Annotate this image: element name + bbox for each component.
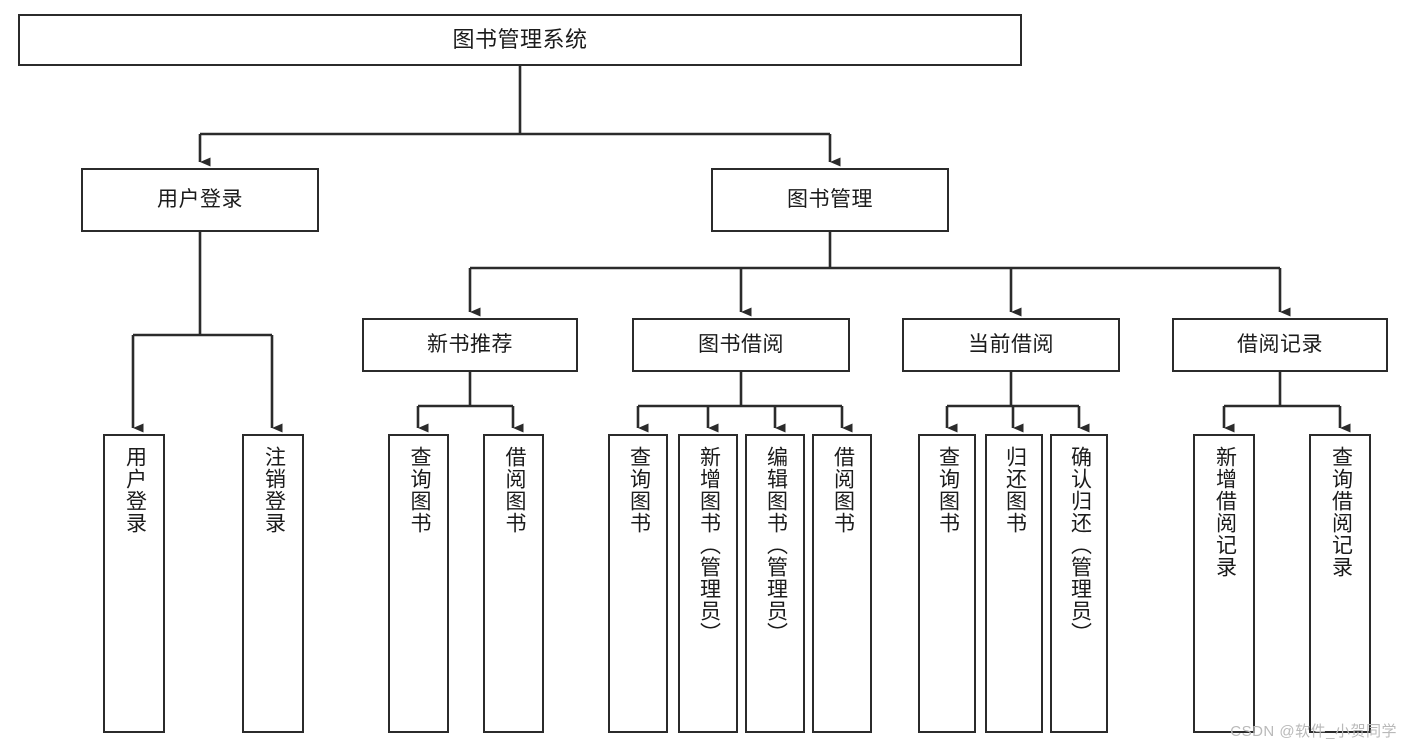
node-label: 图书管理系统 — [452, 26, 588, 52]
node-book-borrow[interactable]: 图书借阅 — [632, 318, 850, 372]
node-leaf-query-book-current[interactable]: 查询图书 — [918, 434, 976, 733]
node-leaf-user-login[interactable]: 用户登录 — [103, 434, 165, 733]
node-leaf-query-borrow-record[interactable]: 查询借阅记录 — [1309, 434, 1371, 733]
node-borrow-record[interactable]: 借阅记录 — [1172, 318, 1388, 372]
node-leaf-return-book[interactable]: 归还图书 — [985, 434, 1043, 733]
node-label: 用户登录 — [157, 188, 243, 212]
node-label: 图书借阅 — [698, 333, 784, 357]
node-label: 新书推荐 — [427, 333, 513, 357]
node-leaf-edit-book-admin[interactable]: 编辑图书（管理员） — [745, 434, 805, 733]
node-new-book-recommend[interactable]: 新书推荐 — [362, 318, 578, 372]
node-leaf-logout-login[interactable]: 注销登录 — [242, 434, 304, 733]
node-leaf-confirm-return-admin[interactable]: 确认归还（管理员） — [1050, 434, 1108, 733]
node-leaf-add-book-admin[interactable]: 新增图书（管理员） — [678, 434, 738, 733]
node-leaf-borrow-book-recommend[interactable]: 借阅图书 — [483, 434, 544, 733]
node-label: 图书管理 — [787, 188, 873, 212]
node-leaf-borrow-book[interactable]: 借阅图书 — [812, 434, 872, 733]
node-label: 借阅图书 — [831, 446, 855, 534]
node-label: 借阅图书 — [502, 446, 526, 534]
node-label: 查询图书 — [936, 446, 960, 534]
node-label: 当前借阅 — [968, 333, 1054, 357]
node-label: 归还图书 — [1003, 446, 1027, 534]
node-label: 注销登录 — [262, 446, 286, 534]
node-label: 查询图书 — [627, 446, 651, 534]
node-label: 借阅记录 — [1237, 333, 1323, 357]
node-leaf-query-book-recommend[interactable]: 查询图书 — [388, 434, 449, 733]
node-label: 用户登录 — [123, 446, 147, 534]
node-label: 确认归还（管理员） — [1068, 446, 1092, 644]
node-label: 查询借阅记录 — [1329, 446, 1353, 578]
node-leaf-add-borrow-record[interactable]: 新增借阅记录 — [1193, 434, 1255, 733]
node-current-borrow[interactable]: 当前借阅 — [902, 318, 1120, 372]
node-label: 新增借阅记录 — [1213, 446, 1237, 578]
node-user-login[interactable]: 用户登录 — [81, 168, 319, 232]
node-label: 编辑图书（管理员） — [764, 446, 788, 644]
node-leaf-query-book-borrow[interactable]: 查询图书 — [608, 434, 668, 733]
node-book-management[interactable]: 图书管理 — [711, 168, 949, 232]
node-label: 新增图书（管理员） — [697, 446, 721, 644]
node-label: 查询图书 — [407, 446, 431, 534]
node-root-book-management-system[interactable]: 图书管理系统 — [18, 14, 1022, 66]
